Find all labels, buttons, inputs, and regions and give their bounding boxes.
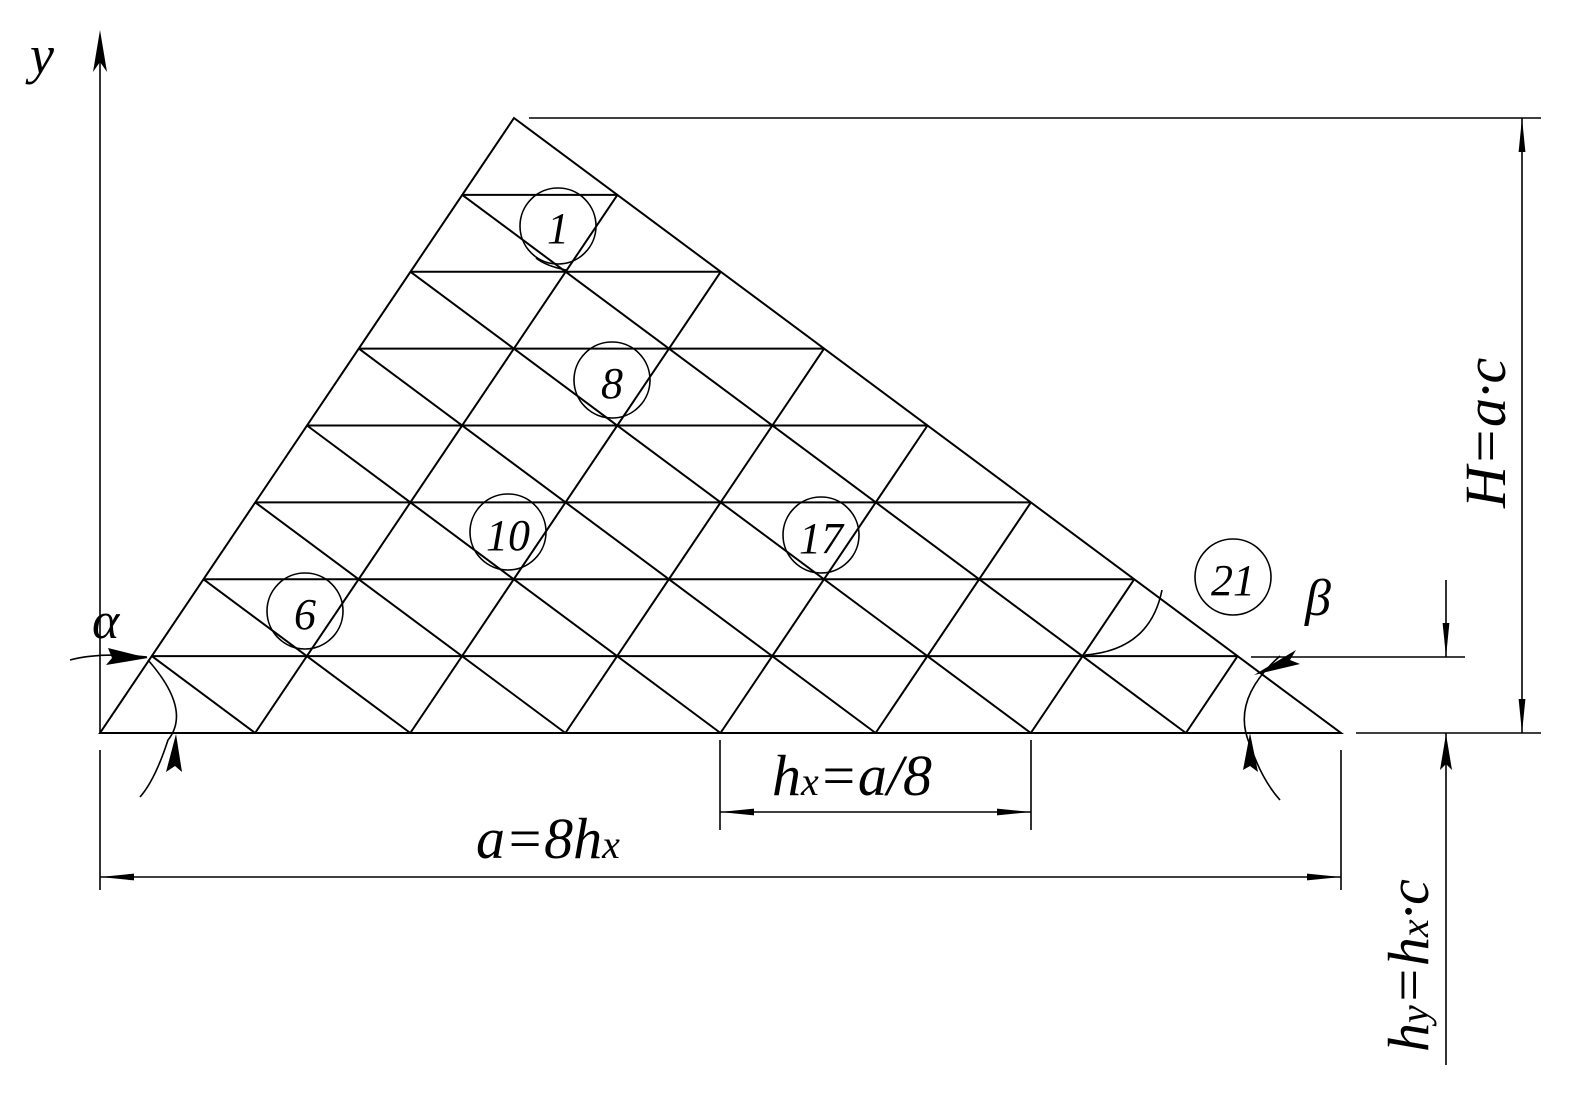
alpha-arrow-bottom-icon [166,734,182,772]
diagonal-mesh-lines [151,194,1187,734]
mesh-diagonal-line [461,194,1187,734]
mesh-diagonal-line [358,347,877,734]
beta-label: β [1304,570,1331,627]
y-axis-arrow-icon [93,30,107,72]
mesh-ascending-line [1185,655,1239,734]
horizontal-mesh-lines [151,193,1238,658]
alpha-label: α [92,593,121,650]
dimension-height-label: H=a·c [1453,357,1518,509]
mesh-ascending-line [719,424,929,734]
mesh-ascending-line [874,501,1032,734]
step-y-arrow-icon [1440,734,1452,770]
mesh-diagonal-line [254,501,566,734]
mesh-diagonal-line [151,655,256,734]
mesh-ascending-line [409,271,722,734]
svg-text:6: 6 [294,590,316,639]
dimension-step-x-label: hx=a/8 [772,743,932,808]
mesh-ascending-line [254,194,619,734]
node-8: 8 [573,341,651,419]
angle-beta: β [1243,570,1331,801]
dimension-total-width-label: a=8hx [476,806,620,871]
dimension-step-y-label: hy=hx·c [1376,879,1441,1052]
svg-text:21: 21 [1211,556,1255,605]
y-axis-label: y [25,25,54,85]
dimension-height: H=a·c [529,117,1541,734]
svg-text:17: 17 [799,514,845,563]
node-10: 10 [469,493,547,571]
mesh-ascending-line [1029,578,1136,734]
svg-text:8: 8 [601,359,623,408]
beta-arrow-bottom-icon [1243,733,1258,772]
ascending-mesh-lines [254,194,1239,734]
svg-text:1: 1 [547,204,569,253]
dimension-step-y: hy=hx·c [1300,580,1465,1065]
angle-alpha: α [69,593,182,798]
node-21: 21 [1084,538,1272,656]
node-1: 1 [519,187,597,271]
node-6: 6 [266,572,344,650]
svg-text:10: 10 [486,511,530,560]
alpha-arrow-top-icon [106,648,148,665]
triangle-mesh [98,116,1345,734]
node-17: 17 [782,496,860,574]
y-axis: y [25,25,107,733]
beta-arrow-top-icon [1254,650,1300,675]
dimension-step-x: hx=a/8 [719,740,1032,830]
mesh-ascending-line [564,348,825,734]
dimension-total-width: a=8hx [99,750,1342,890]
